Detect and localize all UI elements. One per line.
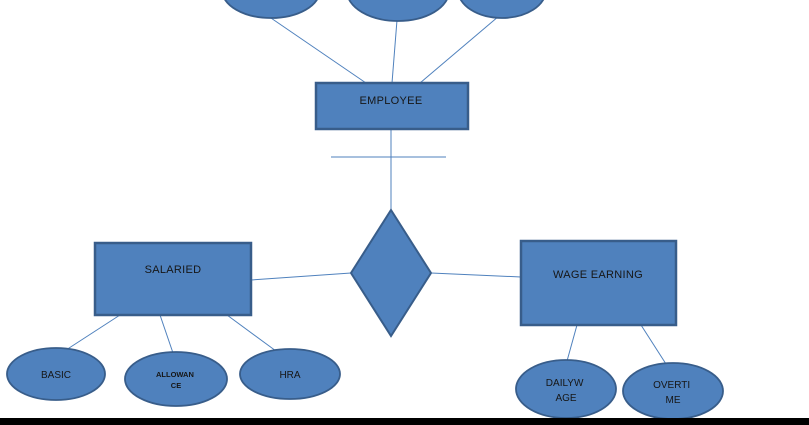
connector-wageearning-overtime bbox=[640, 324, 667, 365]
attribute-overtime-line1: OVERTI bbox=[653, 380, 690, 391]
attribute-allowance-line2: CE bbox=[171, 381, 181, 390]
attribute-hra bbox=[239, 348, 341, 400]
connector-topattr1-employee bbox=[267, 15, 367, 84]
connector-relationship-wageearning bbox=[430, 272, 522, 278]
attribute-daily-wage-line1: DAILYW bbox=[546, 378, 584, 389]
connector-salaried-allowance bbox=[159, 314, 174, 354]
entity-employee-label: EMPLOYEE bbox=[360, 95, 423, 107]
entity-wage-earning-label: WAGE EARNING bbox=[553, 269, 643, 281]
connector-salaried-hra bbox=[226, 314, 277, 352]
attribute-allowance bbox=[124, 351, 228, 407]
connector-topattr2-employee bbox=[391, 19, 398, 84]
attribute-ellipse-top-1 bbox=[224, 0, 318, 19]
attribute-ellipse-top-2 bbox=[348, 0, 448, 22]
attribute-basic-label: BASIC bbox=[41, 370, 71, 381]
attribute-daily-wage bbox=[515, 359, 617, 419]
entity-salaried bbox=[93, 241, 253, 317]
attribute-allowance-line1: ALLOWAN bbox=[156, 370, 194, 379]
attribute-ellipse-top-3 bbox=[459, 0, 545, 19]
attribute-daily-wage-line2: AGE bbox=[555, 393, 576, 404]
attribute-basic bbox=[6, 347, 106, 401]
connector-relationship-salaried bbox=[250, 272, 352, 281]
attribute-hra-label: HRA bbox=[279, 370, 300, 381]
connector-wageearning-dailywage bbox=[566, 324, 578, 362]
connector-topattr3-employee bbox=[419, 15, 500, 84]
attribute-overtime-line2: ME bbox=[666, 395, 681, 406]
attribute-overtime bbox=[622, 362, 724, 420]
attribute-daily-wage-label: DAILYW AGE bbox=[546, 378, 586, 404]
entity-salaried-label: SALARIED bbox=[145, 264, 202, 276]
entity-employee bbox=[314, 81, 470, 131]
connector-salaried-basic bbox=[65, 314, 121, 351]
attribute-allowance-label: ALLOWAN CE bbox=[156, 370, 196, 390]
bottom-black-bar bbox=[0, 418, 809, 425]
relationship-diamond bbox=[349, 208, 433, 338]
attribute-overtime-label: OVERTI ME bbox=[653, 380, 693, 406]
entity-wage-earning bbox=[519, 239, 678, 327]
